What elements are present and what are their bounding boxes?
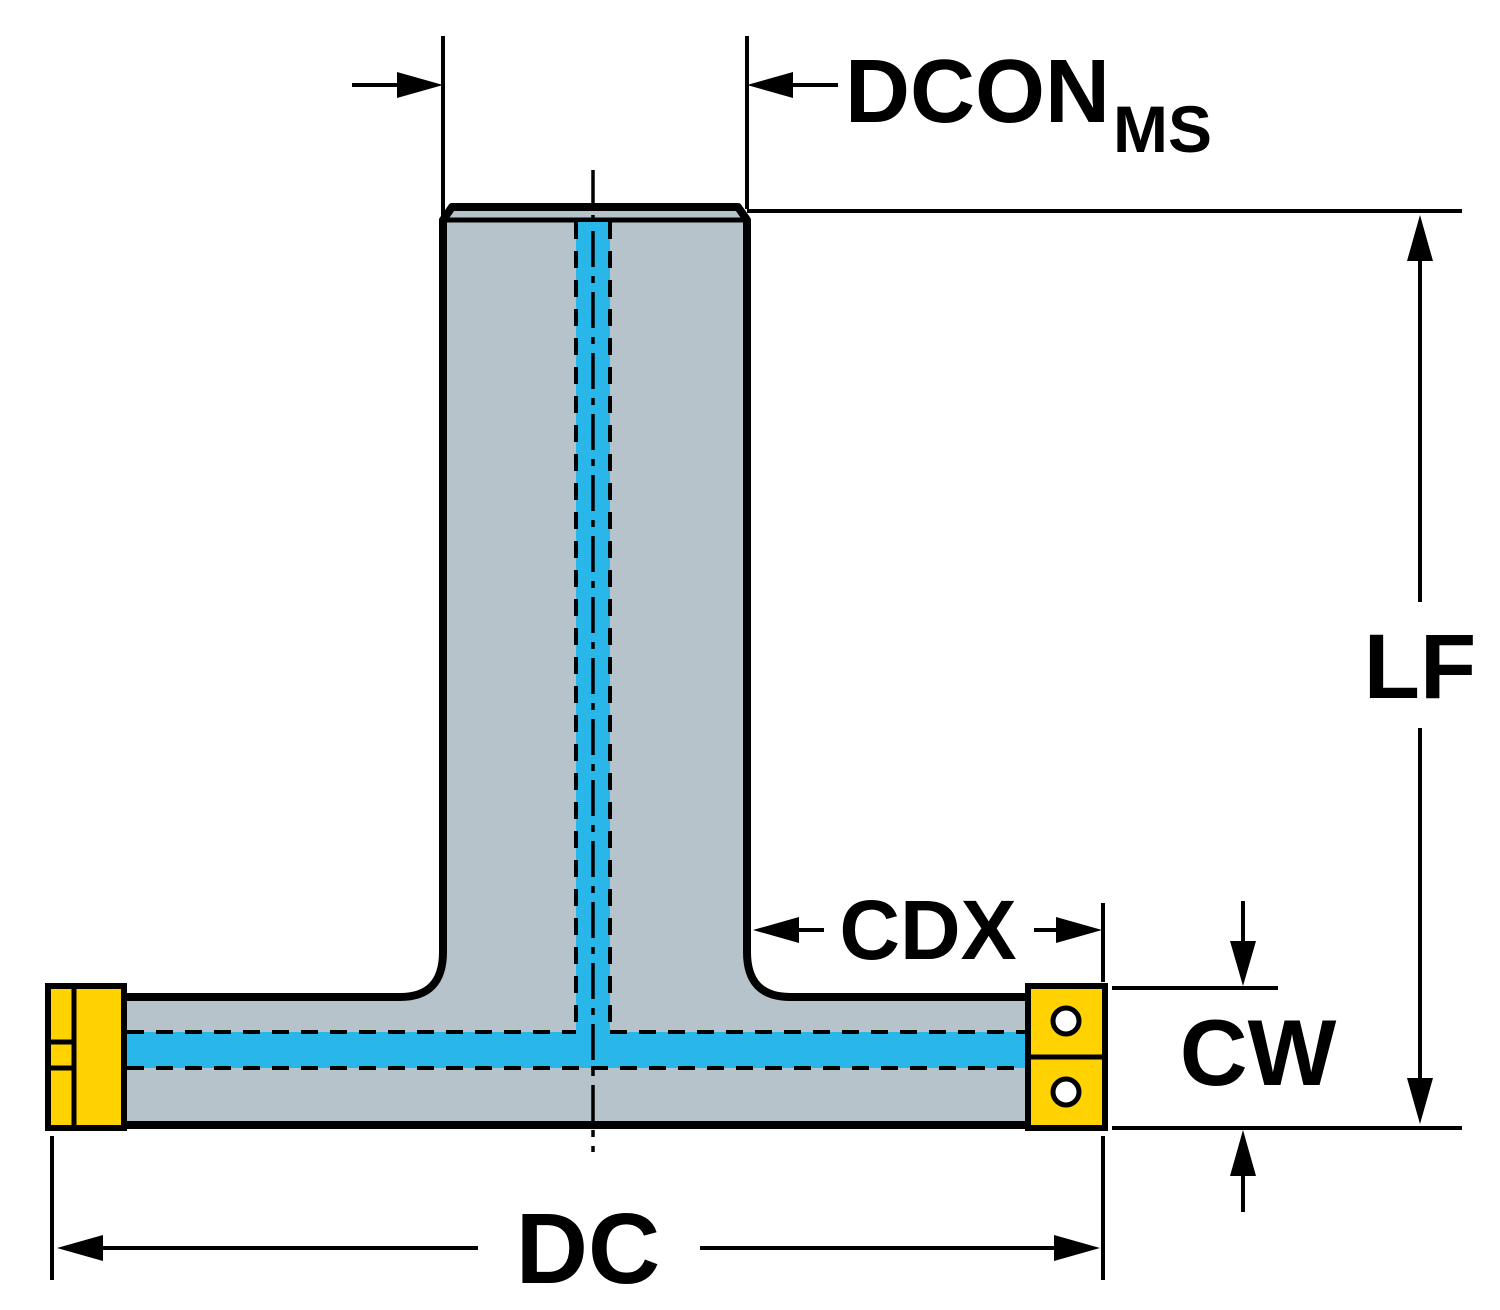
dimension-dc: DC (50, 1136, 1105, 1305)
lf-label: LF (1364, 616, 1476, 718)
dc-label: DC (516, 1193, 660, 1305)
dc-arrow-left-icon (57, 1235, 103, 1261)
dcon-arrow-right-icon (747, 72, 793, 98)
dc-arrow-right-icon (1054, 1235, 1100, 1261)
dimension-cdx: CDX (753, 883, 1105, 982)
dimension-lf: LF (747, 209, 1476, 1130)
left-insert (45, 983, 127, 1131)
cw-arrow-up-icon (1230, 1130, 1256, 1176)
right-insert-screw-bottom-icon (1050, 1076, 1082, 1108)
dcon-subscript-label: MS (1113, 92, 1212, 166)
cdx-arrow-right-icon (1056, 917, 1102, 943)
coolant-channel-horizontal (98, 1032, 1032, 1068)
cdx-arrow-left-icon (753, 917, 799, 943)
right-insert (1025, 983, 1108, 1131)
dcon-arrow-left-icon (397, 72, 443, 98)
cdx-label: CDX (839, 883, 1016, 977)
dcon-label: DCON (845, 42, 1110, 142)
lf-arrow-up-icon (1407, 215, 1433, 261)
cw-label: CW (1180, 1000, 1337, 1105)
cw-arrow-down-icon (1230, 941, 1256, 986)
lf-arrow-down-icon (1407, 1078, 1433, 1124)
left-insert-body (45, 983, 127, 1131)
dimension-cw: CW (1112, 901, 1337, 1212)
right-insert-screw-top-icon (1050, 1005, 1082, 1037)
dimension-dcon: DCON MS (352, 36, 1212, 216)
